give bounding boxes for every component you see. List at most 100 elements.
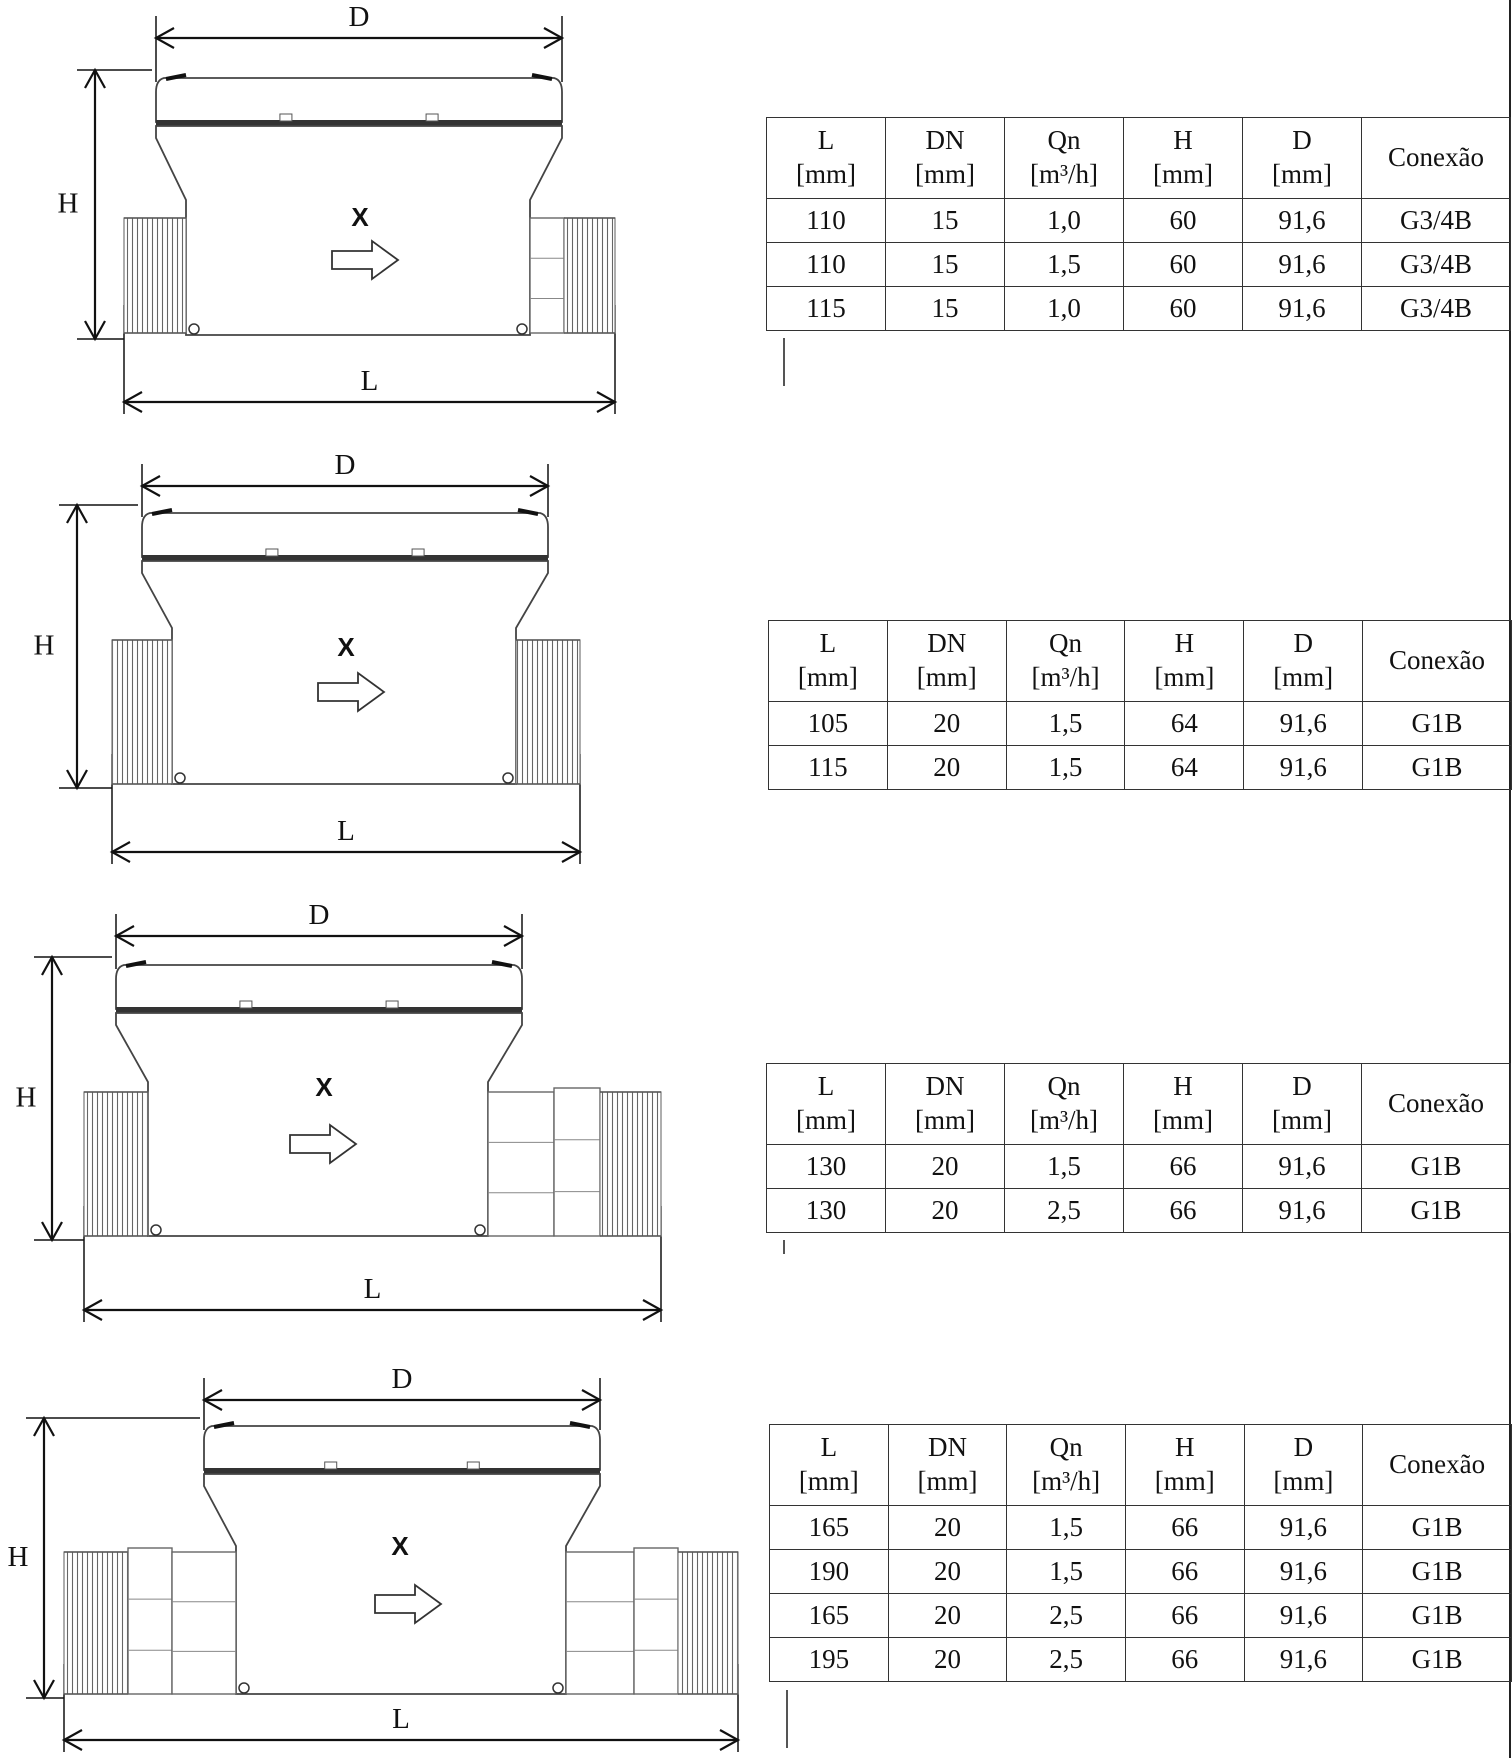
table-cell: 91,6 (1243, 1593, 1364, 1638)
table-cell: 115 (768, 745, 888, 790)
seal-ring (204, 1468, 600, 1474)
arrow-head (503, 925, 525, 947)
column-header: H[mm] (1124, 1424, 1245, 1506)
arrow-head (201, 1389, 223, 1411)
clip (385, 1000, 399, 1009)
thread-body (563, 217, 616, 334)
table-cell: 60 (1123, 286, 1243, 331)
column-header: Conexão (1361, 117, 1511, 199)
table-cell: 1,5 (1006, 1505, 1126, 1550)
arrow-head (41, 954, 63, 976)
column-header-unit: [mm] (797, 662, 858, 692)
nut-body (171, 1551, 237, 1695)
table-header-row: L[mm]DN[mm]Qn[m³/h]H[mm]D[mm]Conexão (768, 620, 1512, 702)
column-header-unit: [mm] (798, 1466, 859, 1496)
nut-body (529, 217, 565, 334)
column-header-name: L (817, 125, 835, 156)
arrow-head (719, 1729, 741, 1751)
column-header-unit: [mm] (1153, 1105, 1213, 1135)
flow-direction-icon (374, 1583, 443, 1625)
threaded-connection (677, 1551, 739, 1695)
arrow-head (66, 502, 88, 524)
table-cell: 66 (1124, 1549, 1245, 1594)
threaded-connection (563, 217, 616, 334)
spec-table-1: L[mm]DN[mm]Qn[m³/h]H[mm]D[mm]Conexão 110… (766, 117, 1511, 331)
table-cell: 1,5 (1004, 242, 1124, 287)
meter-body (141, 560, 549, 785)
column-header-name: Qn (1047, 1071, 1081, 1102)
screw (516, 323, 528, 335)
column-header: Conexão (1362, 1424, 1512, 1506)
column-header-unit: [mm] (796, 159, 856, 189)
column-header: D[mm] (1242, 1063, 1362, 1145)
column-header-unit: [mm] (796, 1105, 856, 1135)
page-edge (1509, 0, 1511, 1758)
cap-mark (531, 73, 553, 81)
water-meter-drawing (34, 914, 662, 1322)
column-header-name: D (1293, 628, 1313, 659)
column-header: L[mm] (766, 117, 886, 199)
column-header-unit: [mm] (1273, 662, 1334, 692)
arrow-head (596, 391, 618, 413)
table-cell: 64 (1124, 701, 1245, 746)
column-header: Qn[m³/h] (1006, 1424, 1126, 1506)
thread-body (599, 1091, 662, 1237)
screw (474, 1224, 486, 1236)
dimension-h-label: H (34, 630, 55, 662)
table-cell: 115 (766, 286, 886, 331)
table-cell: 66 (1124, 1505, 1245, 1550)
dimension-d-label: D (392, 1363, 413, 1395)
nut-body (487, 1091, 555, 1237)
dimension-d (139, 475, 551, 497)
table-cell: 1,5 (1005, 745, 1126, 790)
column-header-unit: [mm] (1272, 159, 1332, 189)
thread-body (123, 217, 187, 334)
cap-mark (213, 1421, 235, 1429)
table-cell: 91,6 (1243, 701, 1364, 746)
thread-body (83, 1091, 149, 1237)
column-header-name: D (1292, 125, 1312, 156)
table-cell: G1B (1362, 701, 1512, 746)
table-cell: 91,6 (1243, 745, 1364, 790)
nut-body (565, 1551, 635, 1695)
seal-ring (116, 1007, 522, 1013)
seal-ring (142, 555, 548, 561)
dimension-d (153, 27, 565, 49)
dimension-l-label: L (361, 365, 379, 397)
arrow-head (121, 391, 143, 413)
register-cap (155, 77, 563, 123)
table-cell: 2,5 (1006, 1637, 1126, 1682)
table-cell: G1B (1362, 1549, 1512, 1594)
screw (238, 1682, 250, 1694)
table-cell: 2,5 (1004, 1188, 1124, 1233)
column-header: H[mm] (1124, 620, 1245, 702)
spec-table-4: L[mm]DN[mm]Qn[m³/h]H[mm]D[mm]Conexão 165… (769, 1424, 1512, 1682)
table-stub-line (783, 1240, 785, 1254)
column-header-name: H (1173, 125, 1193, 156)
column-header-name: Conexão (1388, 142, 1484, 173)
table-header-row: L[mm]DN[mm]Qn[m³/h]H[mm]D[mm]Conexão (766, 117, 1511, 199)
water-meter-drawing (26, 1378, 739, 1752)
table-cell: G3/4B (1361, 242, 1511, 287)
table-cell: 91,6 (1242, 1144, 1362, 1189)
table-cell: 20 (886, 745, 1007, 790)
column-header-name: Qn (1047, 125, 1081, 156)
nut-body (127, 1547, 173, 1695)
dimension-d-label: D (349, 1, 370, 33)
table-cell: 130 (766, 1188, 886, 1233)
dimension-l-label: L (364, 1273, 382, 1305)
table-cell: 66 (1123, 1188, 1243, 1233)
column-header-name: DN (927, 628, 967, 659)
table-cell: 64 (1124, 745, 1245, 790)
threaded-connection (63, 1551, 129, 1695)
column-header-name: D (1292, 1071, 1312, 1102)
cap-mark (125, 960, 147, 968)
thread-body (63, 1551, 129, 1695)
column-header-name: DN (925, 125, 965, 156)
dimension-d (113, 925, 525, 947)
